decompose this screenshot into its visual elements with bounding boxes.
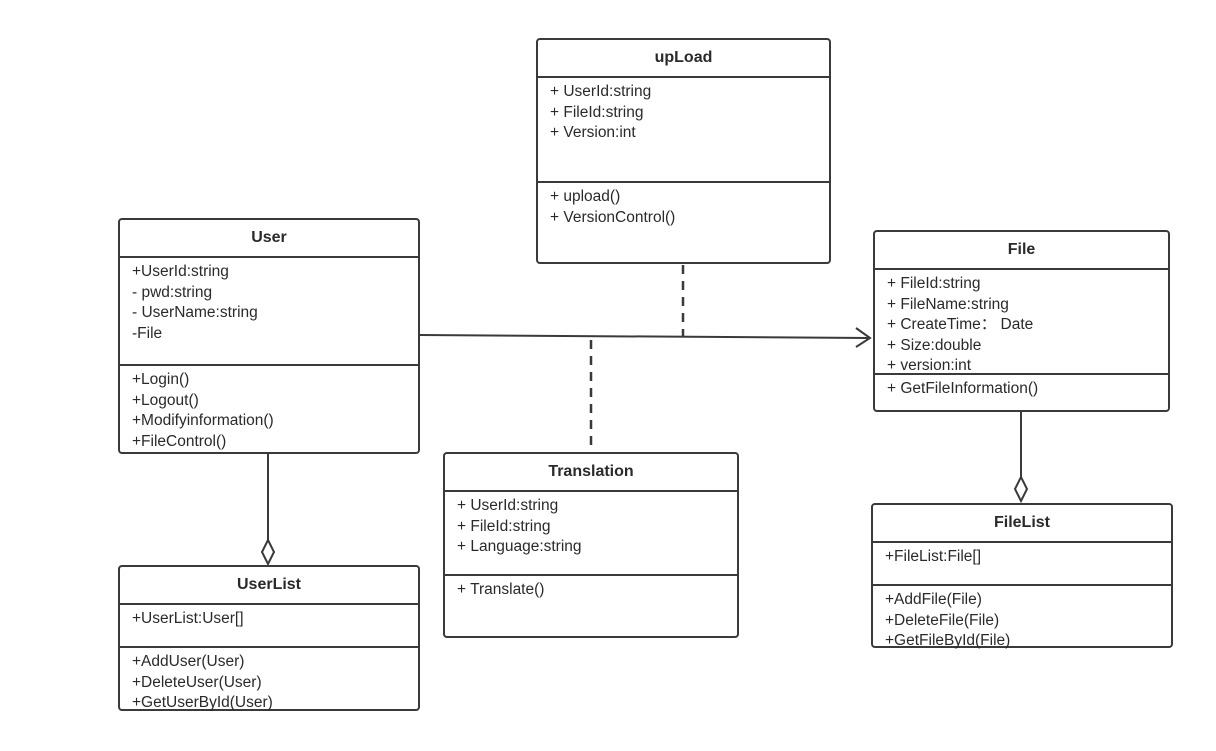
class-file: File + FileId:string + FileName:string +…: [873, 230, 1170, 412]
attribute: + Language:string: [457, 538, 582, 555]
attributes-section: + FileId:string + FileName:string + Crea…: [875, 270, 1168, 375]
class-name: File: [875, 232, 1168, 270]
attribute: +UserId:string: [132, 263, 229, 280]
aggregation-diamond-userlist: [260, 537, 276, 567]
class-user: User +UserId:string - pwd:string - UserN…: [118, 218, 420, 454]
attributes-section: +FileList:File[]: [873, 543, 1171, 586]
operation: +AddFile(File): [885, 591, 982, 608]
attribute: + CreateTime： Date: [887, 316, 1034, 333]
attribute: + UserId:string: [457, 497, 559, 514]
operations-section: +Login() +Logout() +Modifyinformation() …: [120, 366, 418, 452]
operation: + GetFileInformation(): [887, 380, 1039, 397]
attribute: + FileId:string: [550, 103, 644, 121]
operation: +Logout(): [132, 391, 199, 409]
operation: + upload(): [550, 188, 621, 205]
operation: +Modifyinformation(): [132, 412, 274, 429]
operations-section: + Translate(): [445, 576, 737, 636]
attribute: - UserName:string: [132, 304, 258, 321]
operations-section: +AddFile(File) +DeleteFile(File) +GetFil…: [873, 586, 1171, 652]
class-userlist: UserList +UserList:User[] +AddUser(User)…: [118, 565, 420, 711]
attribute: + UserId:string: [550, 83, 652, 100]
attribute: + FileId:string: [887, 275, 981, 292]
attributes-section: + UserId:string + FileId:string + Langua…: [445, 492, 737, 576]
attribute: + FileId:string: [457, 517, 551, 535]
operation: +AddUser(User): [132, 653, 245, 670]
attribute: + version:int: [887, 357, 972, 374]
attributes-section: + UserId:string + FileId:string + Versio…: [538, 78, 829, 183]
attribute: +FileList:File[]: [885, 548, 982, 565]
operation: + Translate(): [457, 581, 545, 598]
attribute: + Size:double: [887, 336, 982, 354]
class-name: UserList: [120, 567, 418, 605]
attribute: +UserList:User[]: [132, 610, 244, 627]
operation: +FileControl(): [132, 432, 227, 450]
aggregation-diamond-filelist: [1013, 474, 1029, 504]
attribute: + FileName:string: [887, 295, 1009, 313]
operation: +GetUserById(User): [132, 694, 273, 711]
class-name: User: [120, 220, 418, 258]
class-upload: upLoad + UserId:string + FileId:string +…: [536, 38, 831, 264]
attribute: - pwd:string: [132, 283, 213, 301]
attribute: -File: [132, 324, 163, 342]
attribute: + Version:int: [550, 124, 636, 141]
operation: +DeleteUser(User): [132, 673, 262, 691]
association-user-file: [419, 334, 870, 339]
operation: +Login(): [132, 371, 190, 388]
class-name: Translation: [445, 454, 737, 492]
class-translation: Translation + UserId:string + FileId:str…: [443, 452, 739, 638]
operations-section: +AddUser(User) +DeleteUser(User) +GetUse…: [120, 648, 418, 714]
class-name: upLoad: [538, 40, 829, 78]
operation: + VersionControl(): [550, 208, 676, 226]
attributes-section: +UserList:User[]: [120, 605, 418, 648]
operations-section: + upload() + VersionControl(): [538, 183, 829, 262]
operation: +DeleteFile(File): [885, 611, 1000, 629]
attributes-section: +UserId:string - pwd:string - UserName:s…: [120, 258, 418, 366]
operations-section: + GetFileInformation(): [875, 375, 1168, 410]
association-arrowhead: [855, 327, 872, 348]
class-filelist: FileList +FileList:File[] +AddFile(File)…: [871, 503, 1173, 649]
operation: +GetFileById(File): [885, 632, 1011, 649]
class-name: FileList: [873, 505, 1171, 543]
